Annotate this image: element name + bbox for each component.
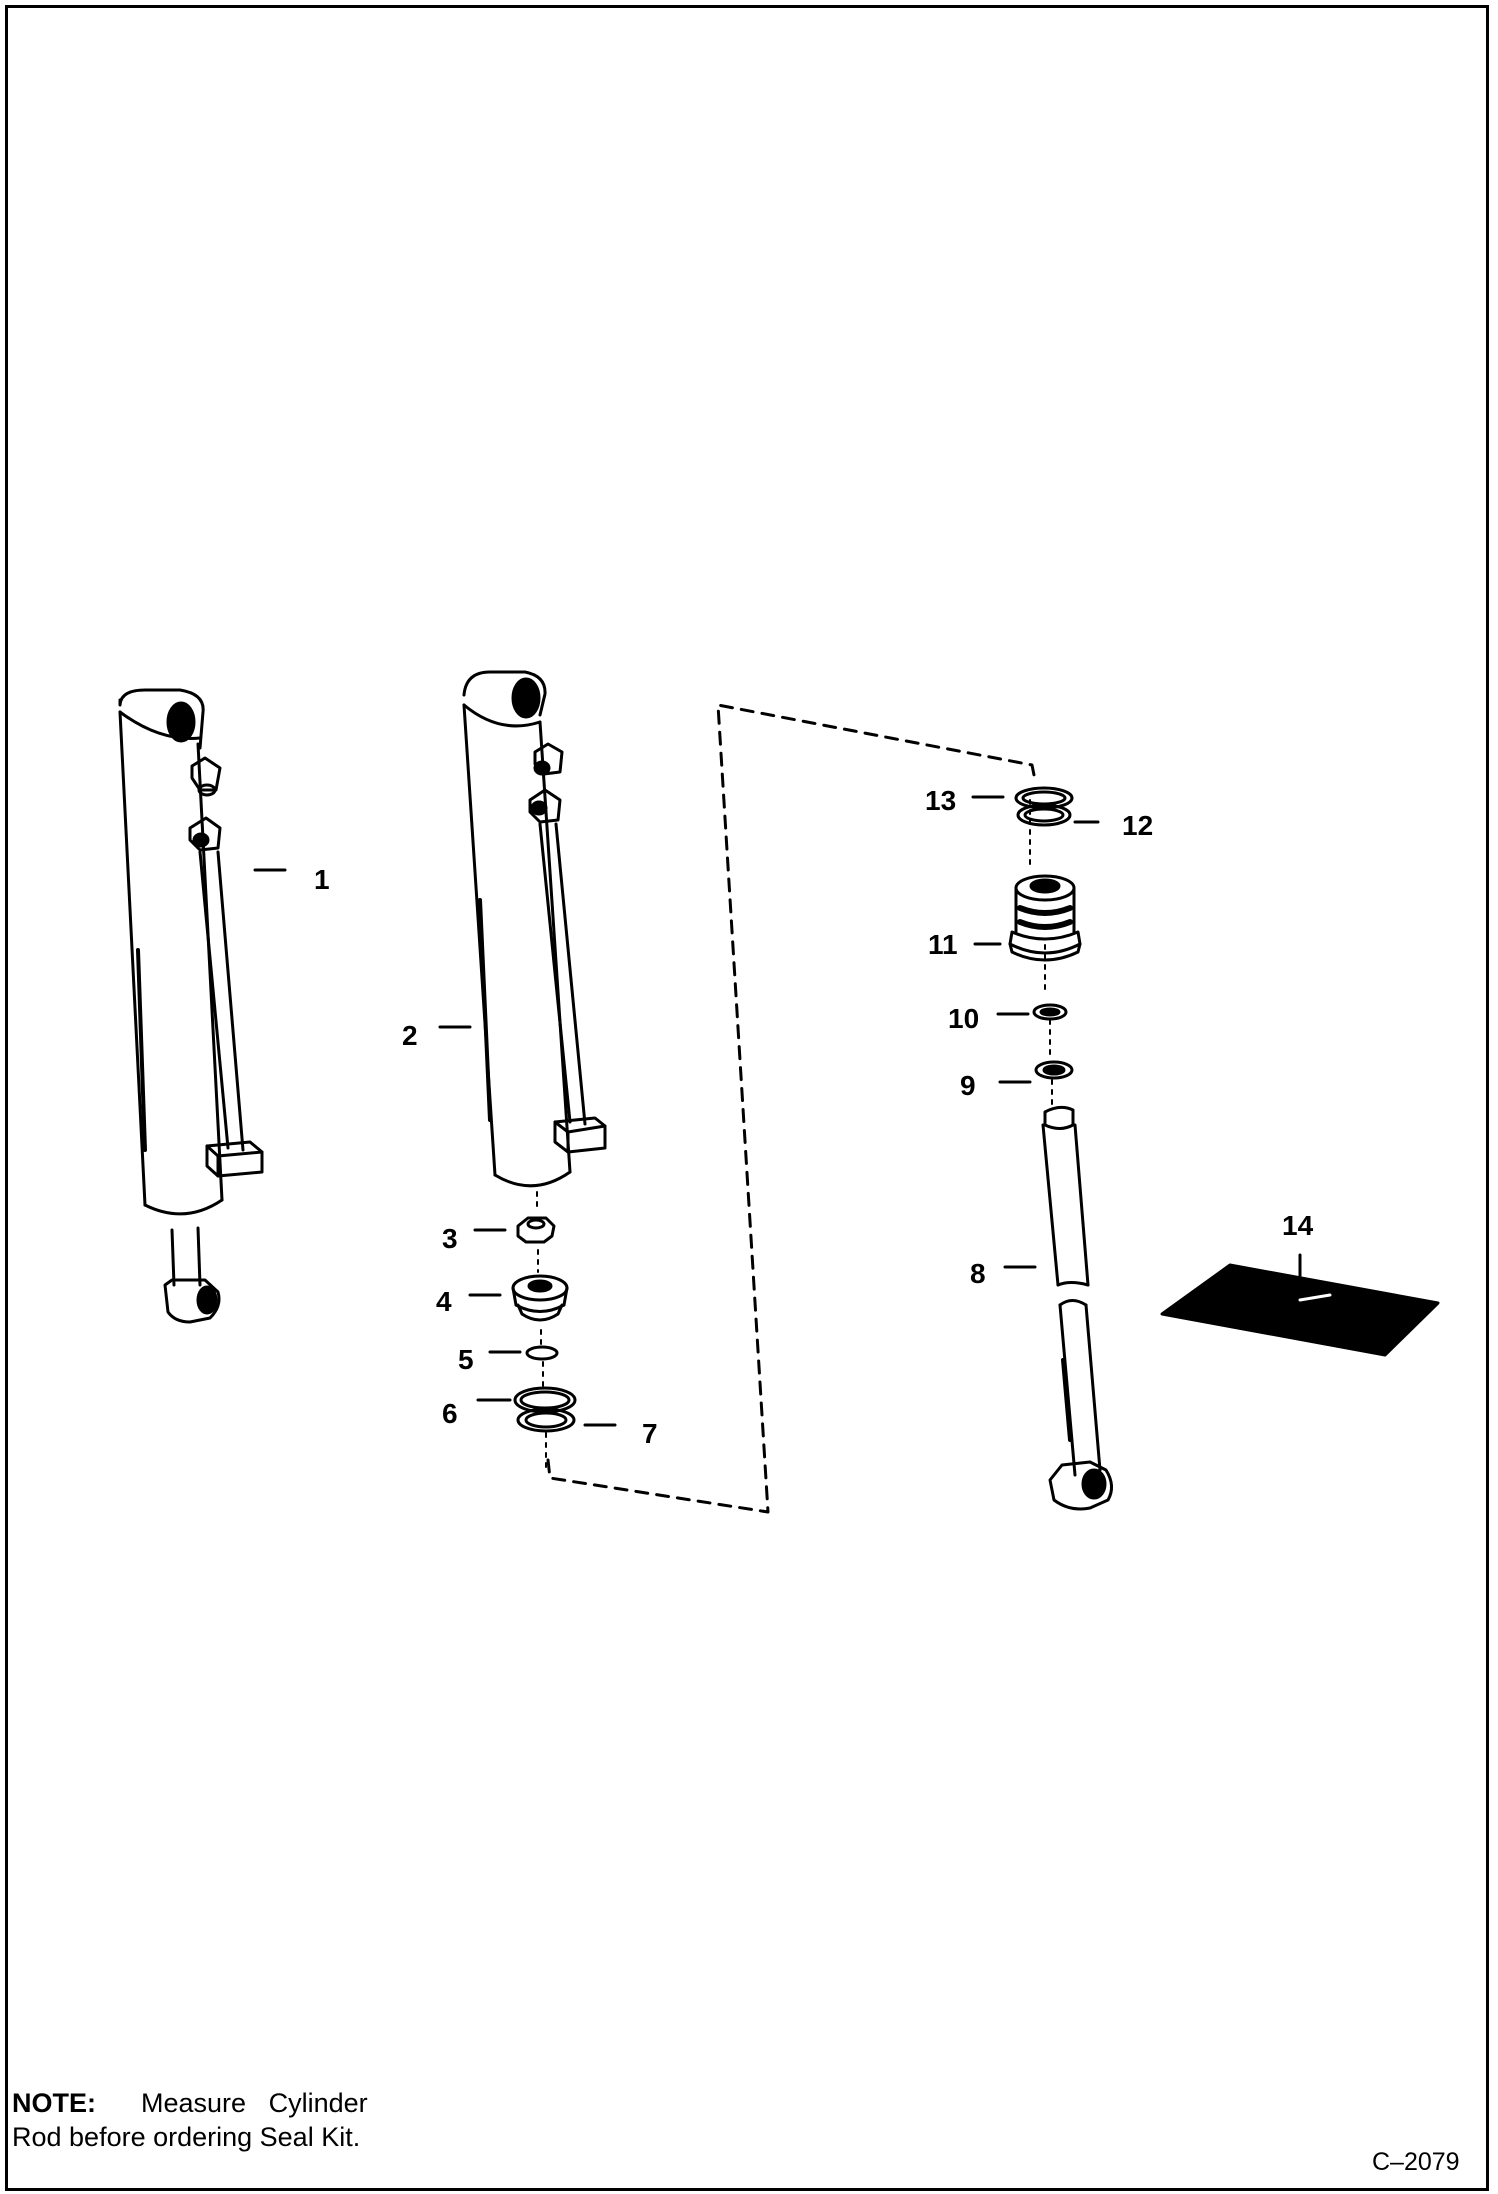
callout-5: 5 [458,1344,474,1375]
note-line-1: NOTE: Measure Cylinder [12,2090,368,2117]
lock-nut-drawing [516,1216,556,1244]
callout-13: 13 [925,785,957,816]
callout-11: 11 [928,929,958,960]
callout-14: 14 [1282,1210,1314,1241]
callout-9: 9 [960,1070,976,1101]
callout-6: 6 [442,1398,458,1429]
seal-kit-drawing [1160,1263,1440,1357]
note-line-2: Rod before ordering Seal Kit. [12,2122,361,2152]
callout-1: 1 [314,864,330,895]
callout-7: 7 [642,1418,658,1449]
callout-3: 3 [442,1223,458,1254]
callout-4: 4 [436,1286,452,1317]
assembly-group-bracket [546,703,1037,1514]
note-label: NOTE: [12,2088,96,2118]
assembly-axis-right [1029,799,1053,1106]
callout-8: 8 [970,1258,986,1289]
assembly-axis [536,1191,547,1471]
note-text-1: Measure Cylinder [141,2088,368,2118]
callout-2: 2 [402,1020,418,1051]
drawing-id: C–2079 [1372,2148,1460,2176]
leader-lines [253,795,1302,1427]
wiper-seal-drawing [1034,1060,1074,1080]
piston-drawing [511,1274,569,1322]
seal-ring-drawing [513,1386,577,1433]
cylinder-rod-drawing [1041,1105,1113,1511]
head-rings-drawing [1014,786,1074,827]
assembled-cylinder-drawing [118,688,264,1324]
head-drawing [1008,874,1082,962]
o-ring-drawing [525,1345,559,1361]
cylinder-barrel-drawing [462,670,607,1188]
rod-seal-drawing [1032,1003,1068,1021]
page-border [5,5,1489,2191]
callout-10: 10 [948,1003,980,1034]
callout-12: 12 [1122,810,1154,841]
